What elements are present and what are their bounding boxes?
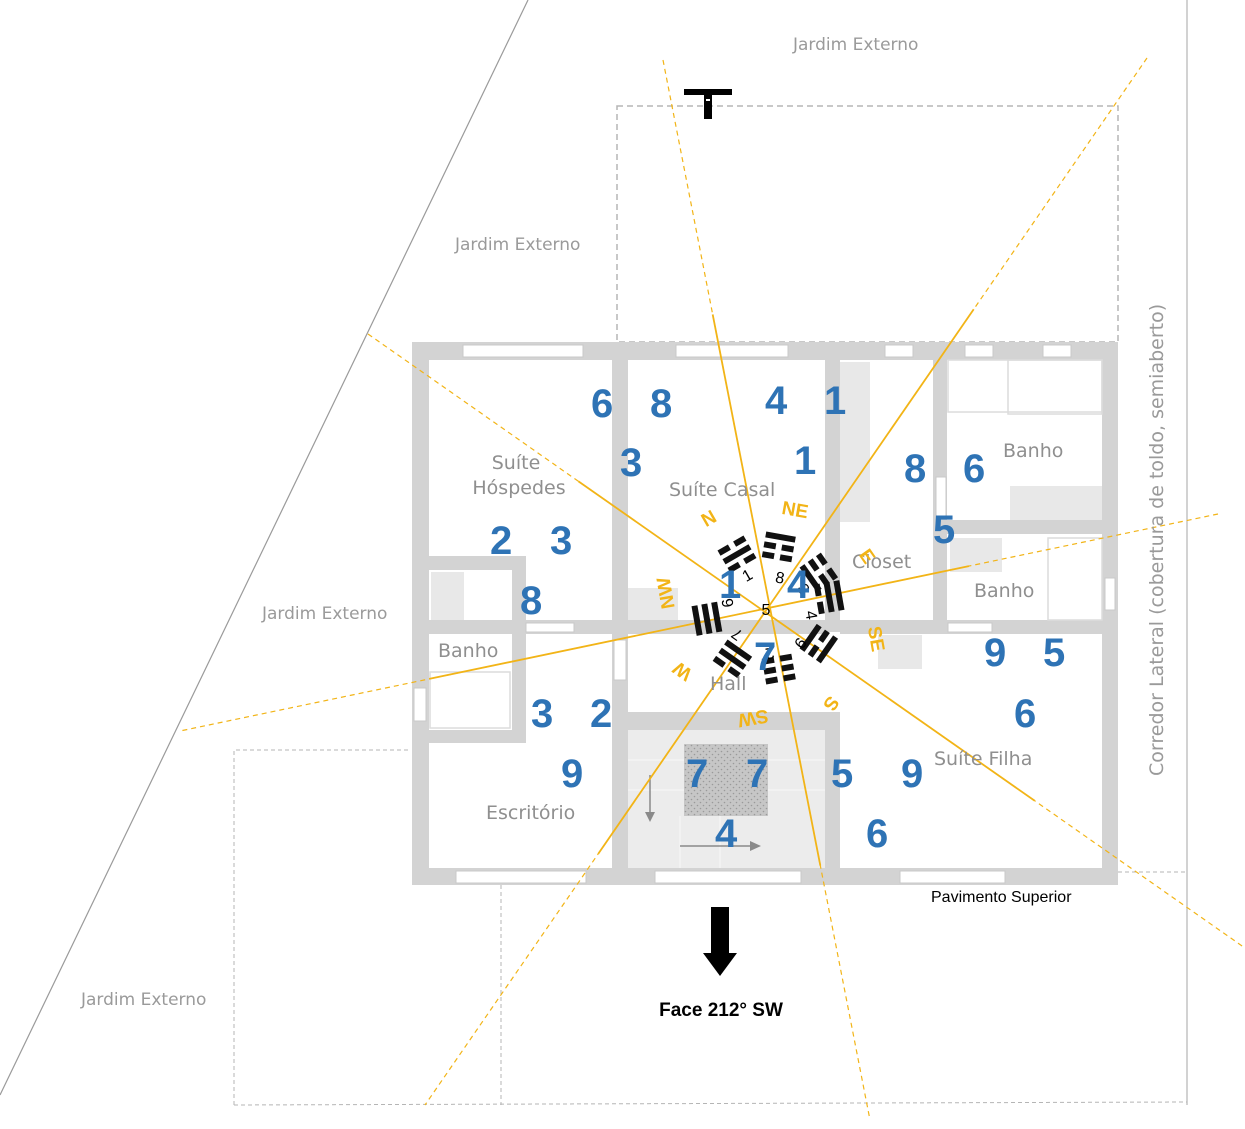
star-number: 6	[1014, 692, 1036, 736]
direction-label-sw: SW	[736, 704, 770, 730]
direction-label-s: S	[818, 692, 842, 714]
center-number: 5	[762, 602, 771, 619]
side-corridor-label: Corredor Lateral (cobertura de toldo, se…	[1146, 304, 1168, 776]
star-number: 6	[591, 382, 613, 426]
ring-number: 6	[719, 597, 737, 609]
trigram-nw-icon	[691, 601, 723, 636]
trigram-ne-icon	[761, 531, 796, 563]
ring-number: 1	[740, 566, 756, 585]
trigram-n-icon	[717, 535, 757, 574]
room-label-banho: Banho	[974, 580, 1034, 602]
direction-label-n: N	[698, 507, 720, 532]
star-number: 1	[824, 379, 846, 423]
ring-number: 9	[790, 634, 809, 651]
star-number: 9	[984, 631, 1006, 675]
direction-label-ne: NE	[780, 498, 810, 523]
facing-arrow-icon	[703, 907, 737, 976]
fixtures	[429, 359, 1103, 729]
direction-label-se: SE	[863, 625, 888, 654]
room-label-escritorio: Escritório	[486, 802, 575, 824]
ring-number: 2	[764, 643, 776, 661]
room-label-suite-casal: Suíte Casal	[669, 479, 775, 501]
room-label-banho: Banho	[1003, 440, 1063, 462]
star-number: 5	[831, 752, 853, 796]
star-number: 7	[686, 752, 708, 796]
star-number: 1	[794, 439, 816, 483]
star-number: 6	[866, 812, 888, 856]
sector-line	[597, 308, 975, 855]
direction-label-nw: NW	[653, 575, 679, 610]
room-label-suite-hospedes: Suíte	[492, 452, 541, 474]
star-number: 3	[550, 519, 572, 563]
room-label-suite-hospedes: Hóspedes	[472, 477, 565, 499]
star-number: 8	[650, 382, 672, 426]
star-number: 7	[754, 635, 776, 679]
trigram-se-icon	[813, 580, 845, 615]
trigram-s-icon	[799, 623, 839, 664]
trigrams	[691, 531, 845, 685]
star-number: 1	[719, 563, 741, 607]
star-number: 4	[787, 563, 810, 607]
exterior-label: Jardim Externo	[80, 990, 206, 1010]
room-label-suite-filha: Suíte Filha	[934, 748, 1032, 770]
room-label-closet: Closet	[852, 551, 911, 573]
direction-label-w: W	[669, 657, 696, 685]
site-boundaries	[0, 0, 1188, 1106]
exterior-label: Jardim Externo	[454, 235, 580, 255]
star-number: 2	[490, 519, 512, 563]
staircase	[628, 730, 825, 868]
trigram-w-icon	[712, 639, 753, 679]
star-number: 4	[715, 812, 738, 856]
star-number: 3	[531, 692, 553, 736]
trigram-sw-icon	[761, 653, 796, 685]
star-number: 9	[901, 752, 923, 796]
star-number: 2	[590, 692, 612, 736]
room-label-hall: Hall	[710, 673, 747, 695]
floor-caption: Pavimento Superior	[931, 889, 1072, 906]
sector-line-dashed	[424, 57, 1148, 1106]
star-number: 6	[963, 447, 985, 491]
star-number: 8	[520, 579, 542, 623]
star-number: 7	[746, 752, 768, 796]
facing-label: Face 212° SW	[659, 1000, 783, 1021]
star-number: 3	[620, 441, 642, 485]
exterior-label: Jardim Externo	[261, 604, 387, 624]
star-number: 9	[561, 752, 583, 796]
exterior-label: Jardim Externo	[792, 35, 918, 55]
star-number: 8	[904, 447, 926, 491]
star-number: 4	[765, 379, 788, 423]
sector-line	[711, 314, 822, 866]
room-label-banho: Banho	[438, 640, 498, 662]
windows	[413, 344, 1116, 884]
ring-number: 4	[801, 609, 819, 621]
star-numbers: 6 8 4 1 3 1 8 6 5 2 3 8 1 4 9 5 6 3 2 7 …	[490, 379, 1065, 856]
ring-number: 8	[774, 569, 786, 587]
star-number: 5	[933, 508, 955, 552]
sector-line-dashed	[179, 513, 1219, 732]
north-marker-icon	[684, 89, 732, 119]
star-number: 5	[1043, 631, 1065, 675]
